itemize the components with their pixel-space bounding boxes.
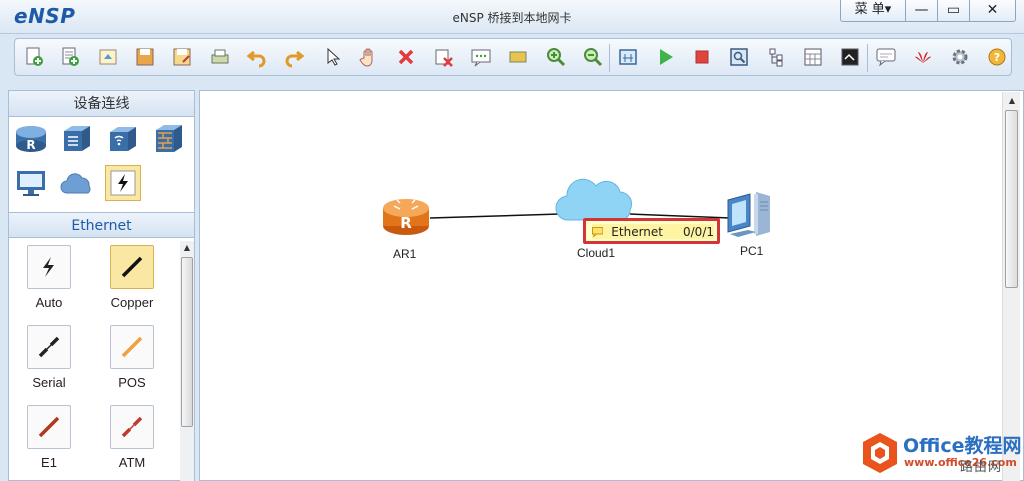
wlan-icon[interactable] — [105, 121, 141, 157]
new-topology-icon[interactable] — [21, 45, 47, 69]
cable-atm[interactable]: ATM — [97, 405, 167, 470]
cable-pos[interactable]: POS — [97, 325, 167, 390]
undo-icon[interactable] — [244, 45, 270, 69]
scrollbar-thumb[interactable] — [181, 257, 193, 427]
copper-cable-icon — [110, 245, 154, 289]
watermark-url: www.office26.com — [904, 456, 1017, 469]
select-icon[interactable] — [319, 45, 345, 69]
settings-icon[interactable] — [947, 45, 973, 69]
svg-text:R: R — [26, 138, 35, 152]
ethernet-section-title: Ethernet — [9, 212, 194, 238]
node-label-pc1: PC1 — [740, 244, 764, 258]
svg-text:?: ? — [994, 51, 1000, 64]
chat-icon[interactable] — [873, 45, 899, 69]
cable-label: POS — [118, 375, 146, 390]
svg-text:R: R — [400, 214, 412, 232]
e1-cable-icon — [27, 405, 71, 449]
console-icon[interactable] — [837, 45, 863, 69]
save-as-icon[interactable] — [169, 45, 195, 69]
switch-icon[interactable] — [59, 121, 95, 157]
tooltip-interface-name: Ethernet — [611, 224, 663, 239]
minimize-button[interactable]: — — [906, 0, 938, 22]
help-icon[interactable]: ? — [984, 45, 1010, 69]
cable-list-scrollbar[interactable]: ▲ — [180, 241, 194, 481]
capture-icon[interactable] — [726, 45, 752, 69]
text-note-icon[interactable] — [468, 45, 494, 69]
huawei-icon[interactable] — [910, 45, 936, 69]
cable-serial[interactable]: Serial — [14, 325, 84, 390]
cable-e1[interactable]: E1 — [14, 405, 84, 470]
title-bar: eNSP eNSP 桥接到本地网卡 菜 单▾ — ▭ ✕ — [0, 0, 1024, 34]
scrollbar-thumb[interactable] — [1005, 110, 1018, 288]
menu-button[interactable]: 菜 单▾ — [840, 0, 906, 22]
app-logo: eNSP — [14, 4, 76, 28]
topology-canvas[interactable] — [199, 90, 1024, 481]
stop-device-icon[interactable] — [689, 45, 715, 69]
watermark-side: 路由网 — [960, 460, 1003, 475]
scroll-up-icon[interactable]: ▲ — [183, 243, 191, 252]
cable-auto[interactable]: Auto — [14, 245, 84, 310]
watermark: Office教程网 www.office26.com — [858, 430, 1024, 480]
cloud-icon[interactable] — [553, 168, 643, 226]
cloud-icon[interactable] — [59, 165, 95, 201]
pc-icon[interactable] — [724, 188, 780, 240]
start-device-icon[interactable] — [652, 45, 678, 69]
structure-icon[interactable] — [763, 45, 789, 69]
interface-tooltip: Ethernet 0/0/1 — [583, 218, 720, 244]
grid-icon[interactable] — [800, 45, 826, 69]
device-panel-title: 设备连线 — [9, 91, 194, 117]
cable-copper[interactable]: Copper — [97, 245, 167, 310]
cable-label: E1 — [41, 455, 57, 470]
rectangle-icon[interactable] — [505, 45, 531, 69]
device-panel: 设备连线 R Ethernet Auto Copper Ser — [8, 90, 195, 481]
redo-icon[interactable] — [281, 45, 307, 69]
canvas-scrollbar[interactable]: ▲ — [1002, 92, 1020, 481]
scroll-up-icon[interactable]: ▲ — [1008, 96, 1016, 105]
delete-icon[interactable] — [393, 45, 419, 69]
tooltip-port-number: 0/0/1 — [683, 224, 714, 239]
print-icon[interactable] — [207, 45, 233, 69]
pos-cable-icon — [110, 325, 154, 369]
open-icon[interactable] — [95, 45, 121, 69]
cable-label: Serial — [32, 375, 66, 390]
pan-hand-icon[interactable] — [356, 45, 382, 69]
topology-fit-icon[interactable] — [615, 45, 641, 69]
firewall-icon[interactable] — [151, 121, 187, 157]
office-logo-icon — [863, 433, 897, 473]
cable-label: Auto — [35, 295, 63, 310]
connection-icon[interactable] — [105, 165, 141, 201]
atm-cable-icon — [110, 405, 154, 449]
zoom-in-icon[interactable] — [543, 45, 569, 69]
watermark-title: Office教程网 — [903, 435, 1022, 457]
node-label-ar1: AR1 — [393, 247, 417, 261]
toolbar: ? — [14, 38, 1012, 76]
router-icon[interactable]: R — [380, 194, 432, 238]
cable-label: ATM — [118, 455, 146, 470]
device-category-grid: R — [9, 117, 194, 211]
delete-link-icon[interactable] — [431, 45, 457, 69]
maximize-button[interactable]: ▭ — [938, 0, 970, 22]
serial-cable-icon — [27, 325, 71, 369]
auto-cable-icon — [27, 245, 71, 289]
close-button[interactable]: ✕ — [970, 0, 1016, 22]
zoom-out-icon[interactable] — [580, 45, 606, 69]
pc-terminal-icon[interactable] — [13, 165, 49, 201]
new-lab-icon[interactable] — [57, 45, 83, 69]
save-icon[interactable] — [132, 45, 158, 69]
node-label-cloud1: Cloud1 — [577, 246, 616, 260]
note-icon — [592, 226, 604, 238]
router-icon[interactable]: R — [13, 121, 49, 157]
cable-label: Copper — [110, 295, 154, 310]
